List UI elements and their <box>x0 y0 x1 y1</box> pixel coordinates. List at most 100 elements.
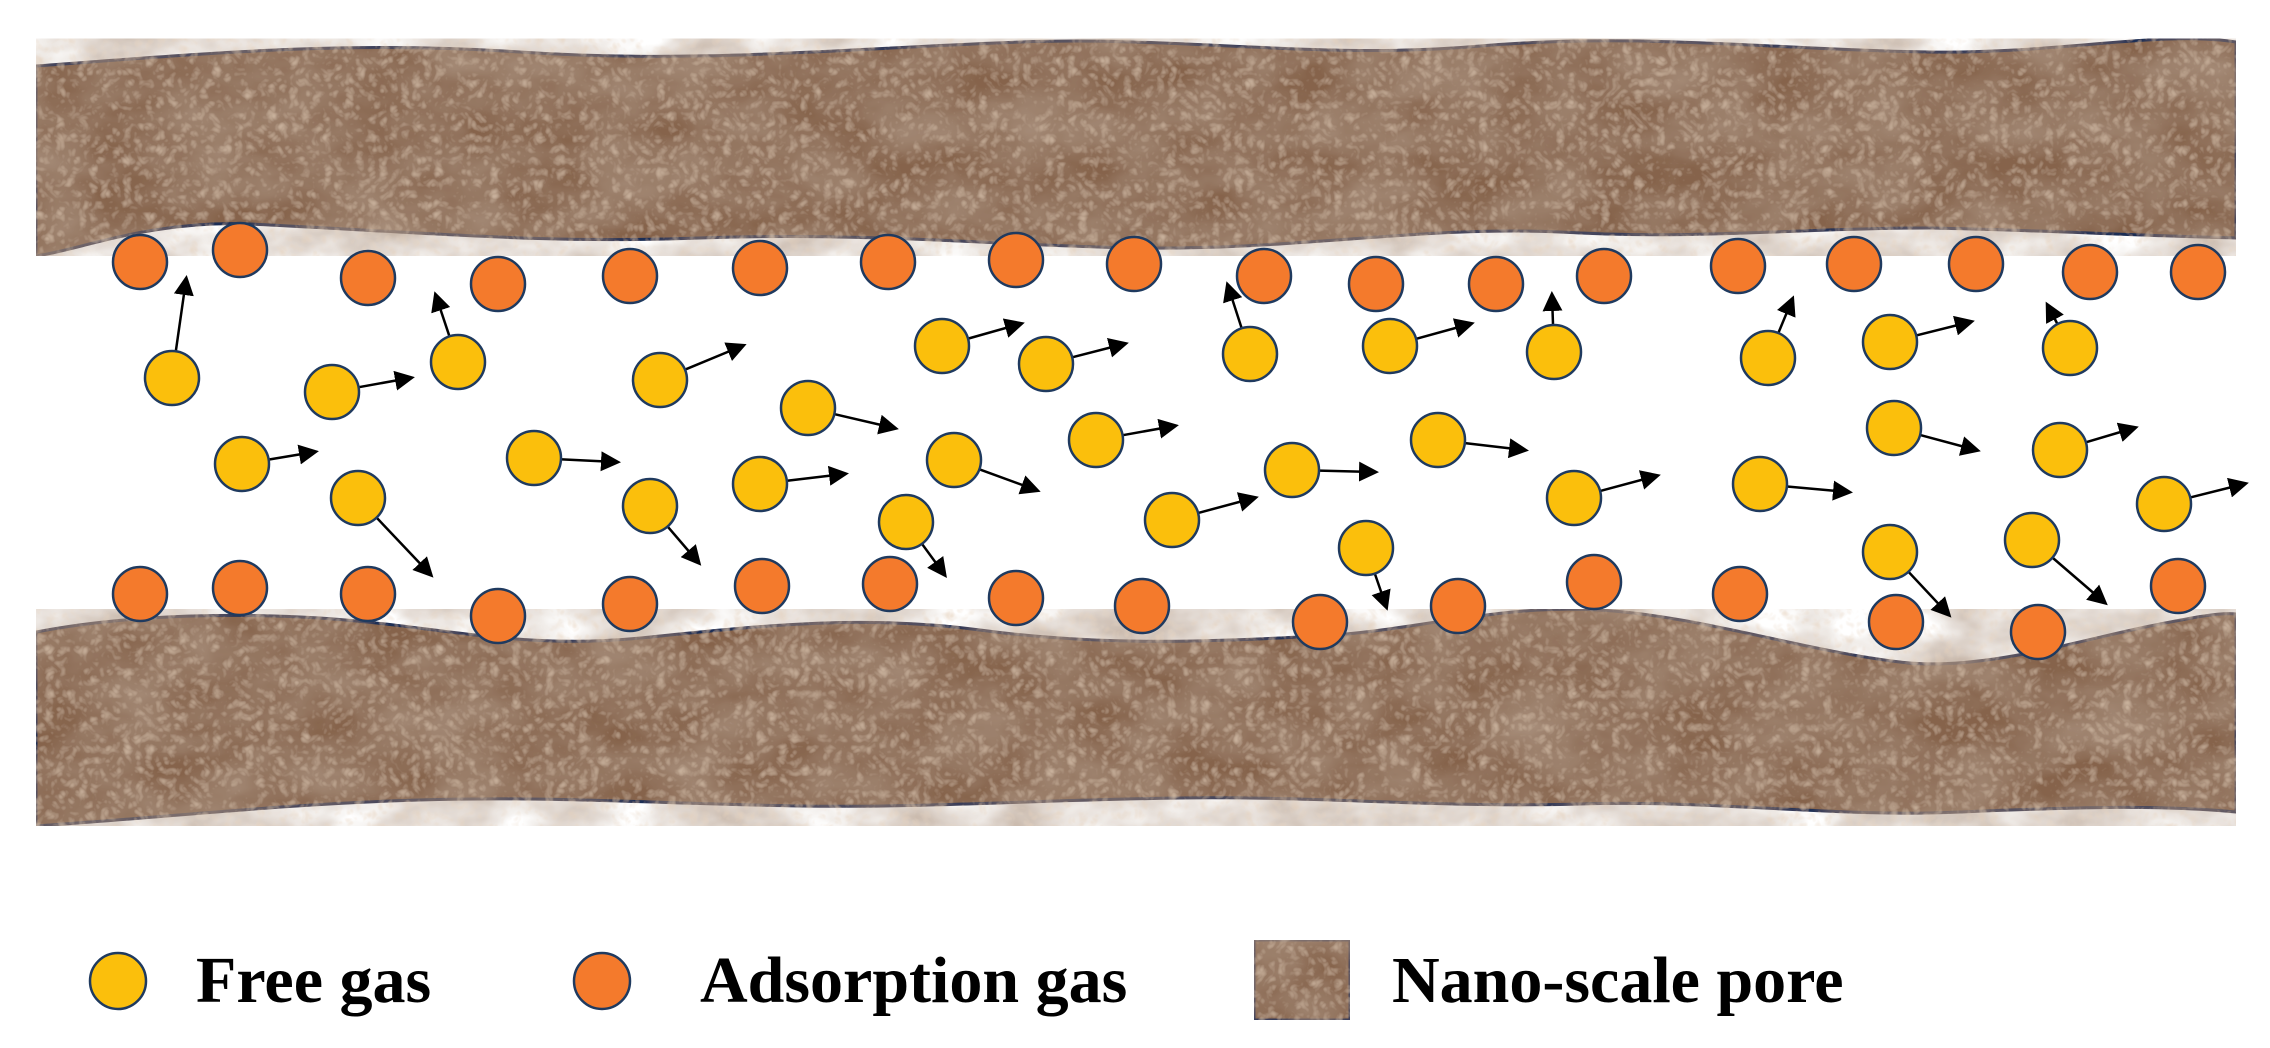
legend-item-nano-pore: Nano-scale pore <box>1252 938 1844 1022</box>
adsorption-gas-particle <box>1947 235 2005 293</box>
adsorption-gas-particle <box>1113 577 1171 635</box>
adsorption-gas-particle <box>339 249 397 307</box>
motion-arrow <box>1912 315 1975 338</box>
legend-adsorption-gas-label: Adsorption gas <box>700 944 1127 1017</box>
free-gas-particle <box>2031 421 2089 479</box>
adsorption-gas-particle <box>733 557 791 615</box>
adsorption-gas-particle <box>1825 235 1883 293</box>
motion-arrow <box>963 318 1025 341</box>
adsorption-gas-particle <box>2061 243 2119 301</box>
free-gas-circle-icon <box>88 951 148 1011</box>
free-gas-particle <box>631 351 689 409</box>
adsorption-gas-particle <box>1429 577 1487 635</box>
free-gas-particle <box>303 363 361 421</box>
adsorption-gas-particle <box>469 255 527 313</box>
top-rock-wall <box>34 37 2238 258</box>
adsorption-gas-particle <box>1575 247 1633 305</box>
free-gas-particle <box>1409 411 1467 469</box>
motion-arrow <box>1223 281 1245 333</box>
motion-arrow <box>431 291 452 341</box>
free-gas-particle <box>1017 335 1075 393</box>
motion-arrow <box>264 444 319 465</box>
motion-arrow <box>2186 477 2249 500</box>
motion-arrow <box>1775 295 1796 338</box>
free-gas-particle <box>1221 325 1279 383</box>
motion-arrow <box>782 465 849 486</box>
motion-arrow <box>975 466 1041 495</box>
legend: Free gas Adsorption gas Nano-scale pore <box>88 938 1844 1022</box>
free-gas-particle <box>213 435 271 493</box>
adsorption-gas-particle <box>1291 593 1349 651</box>
free-gas-particle <box>925 431 983 489</box>
free-gas-particle <box>731 455 789 513</box>
adsorption-gas-particle <box>601 575 659 633</box>
free-gas-particle <box>1143 491 1201 549</box>
free-gas-particle <box>621 477 679 535</box>
bottom-rock-wall <box>34 607 2238 828</box>
motion-arrow <box>664 522 702 566</box>
motion-arrow <box>1314 461 1379 482</box>
legend-free-gas-label: Free gas <box>196 944 431 1017</box>
motion-arrow <box>1371 569 1391 611</box>
free-gas-particle <box>877 493 935 551</box>
free-gas-particle <box>329 469 387 527</box>
motion-arrow <box>2081 422 2139 445</box>
adsorption-gas-particle <box>1467 255 1525 313</box>
adsorption-gas-particle <box>731 239 789 297</box>
free-gas-particle <box>1865 399 1923 457</box>
free-gas-particle <box>1731 455 1789 513</box>
adsorption-gas-particle <box>987 231 1045 289</box>
motion-arrow <box>918 539 947 579</box>
adsorption-gas-particle <box>2009 603 2067 661</box>
adsorption-gas-particle <box>1711 565 1769 623</box>
motion-arrow <box>1782 480 1853 501</box>
free-gas-particle <box>143 349 201 407</box>
adsorption-gas-particle <box>211 221 269 279</box>
adsorption-gas-particle <box>861 555 919 613</box>
rock-texture-swatch-icon <box>1252 938 1352 1022</box>
free-gas-particle <box>2041 319 2099 377</box>
legend-nano-pore-label: Nano-scale pore <box>1392 944 1844 1017</box>
adsorption-gas-particle <box>211 559 269 617</box>
motion-arrow <box>1193 492 1259 516</box>
adsorption-gas-particle <box>111 233 169 291</box>
adsorption-gas-particle <box>469 587 527 645</box>
adsorption-gas-particle <box>1235 247 1293 305</box>
gas-particles-layer <box>111 221 2249 661</box>
free-gas-particle <box>505 429 563 487</box>
free-gas-particle <box>779 379 837 437</box>
adsorption-gas-particle <box>1565 553 1623 611</box>
free-gas-particle <box>429 333 487 391</box>
free-gas-particle <box>1525 323 1583 381</box>
motion-arrow <box>2048 554 2108 606</box>
free-gas-particle <box>1337 519 1395 577</box>
free-gas-particle <box>1739 329 1797 387</box>
free-gas-particle <box>1067 411 1125 469</box>
adsorption-gas-particle <box>859 233 917 291</box>
motion-arrow <box>680 342 747 373</box>
free-gas-particle <box>1861 523 1919 581</box>
adsorption-gas-particle <box>601 247 659 305</box>
motion-arrow <box>354 370 415 391</box>
motion-arrow <box>173 275 194 356</box>
motion-arrow <box>1118 418 1179 439</box>
adsorption-gas-particle <box>111 565 169 623</box>
adsorption-gas-particle <box>2169 243 2227 301</box>
free-gas-particle <box>2003 511 2061 569</box>
free-gas-particle <box>1263 441 1321 499</box>
adsorption-gas-particle <box>1105 235 1163 293</box>
free-gas-particle <box>1361 317 1419 375</box>
motion-arrow <box>1067 338 1129 360</box>
free-gas-particle <box>913 317 971 375</box>
motion-arrow <box>1411 318 1475 342</box>
motion-arrow <box>1904 567 1952 618</box>
free-gas-particle <box>2135 475 2193 533</box>
legend-item-free-gas: Free gas <box>88 944 431 1017</box>
adsorption-gas-particle <box>1867 593 1925 651</box>
free-gas-particle <box>1545 469 1603 527</box>
motion-arrow <box>1595 470 1661 494</box>
motion-arrow <box>830 411 899 435</box>
motion-arrow <box>556 451 621 472</box>
adsorption-gas-particle <box>1347 255 1405 313</box>
